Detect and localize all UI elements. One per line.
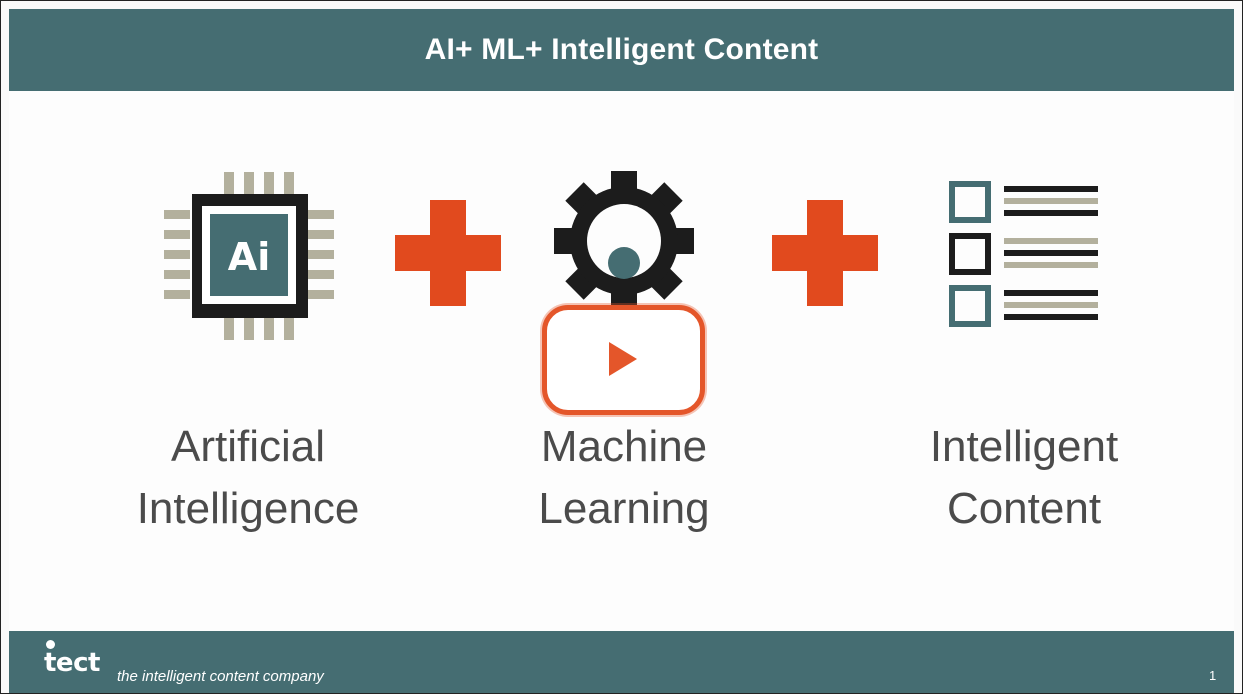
checklist-icon bbox=[949, 181, 1098, 327]
label-artificial-intelligence: Artificial Intelligence bbox=[98, 416, 398, 540]
label-line: Artificial bbox=[170, 422, 326, 471]
label-line: Machine bbox=[540, 422, 708, 471]
play-button[interactable] bbox=[542, 305, 705, 415]
slide-footer bbox=[9, 631, 1234, 693]
slide-title: AI+ ML+ Intelligent Content bbox=[424, 33, 819, 66]
gear-icon bbox=[554, 171, 694, 311]
slide-header: AI+ ML+ Intelligent Content bbox=[9, 9, 1234, 91]
ai-chip-label: Ai bbox=[228, 235, 270, 279]
brand-logo: tect bbox=[44, 640, 100, 678]
play-button-icon bbox=[609, 342, 637, 376]
label-line: Intelligence bbox=[136, 484, 360, 533]
label-line: Content bbox=[946, 484, 1102, 533]
label-machine-learning: Machine Learning bbox=[474, 416, 774, 540]
slide-page-number: 1 bbox=[1209, 668, 1217, 683]
label-line: Learning bbox=[538, 484, 710, 533]
brand-tagline: the intelligent content company bbox=[117, 668, 324, 685]
label-intelligent-content: Intelligent Content bbox=[874, 416, 1174, 540]
brand-name: tect bbox=[44, 648, 100, 678]
plus-icon bbox=[395, 200, 501, 306]
logo-dot-icon bbox=[46, 640, 55, 649]
plus-icon bbox=[772, 200, 878, 306]
label-line: Intelligent bbox=[929, 422, 1119, 471]
ai-chip-icon: Ai bbox=[164, 172, 334, 340]
